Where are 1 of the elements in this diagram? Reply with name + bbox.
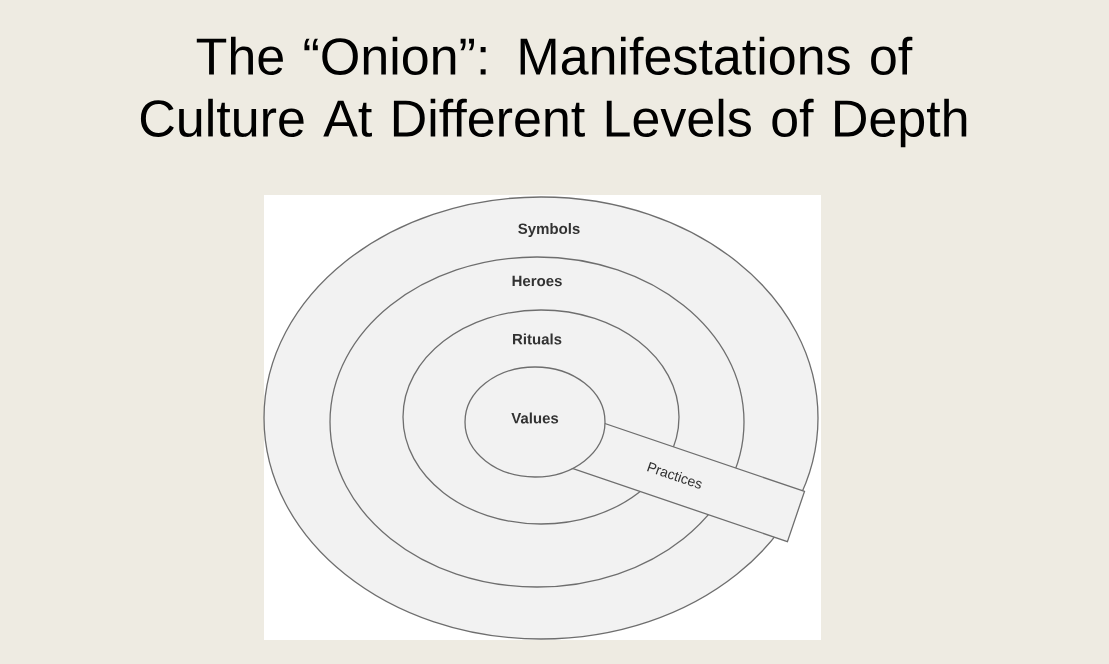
title: The “Onion”: Manifestations of Culture At Different Levels of Depth [140,36,967,148]
